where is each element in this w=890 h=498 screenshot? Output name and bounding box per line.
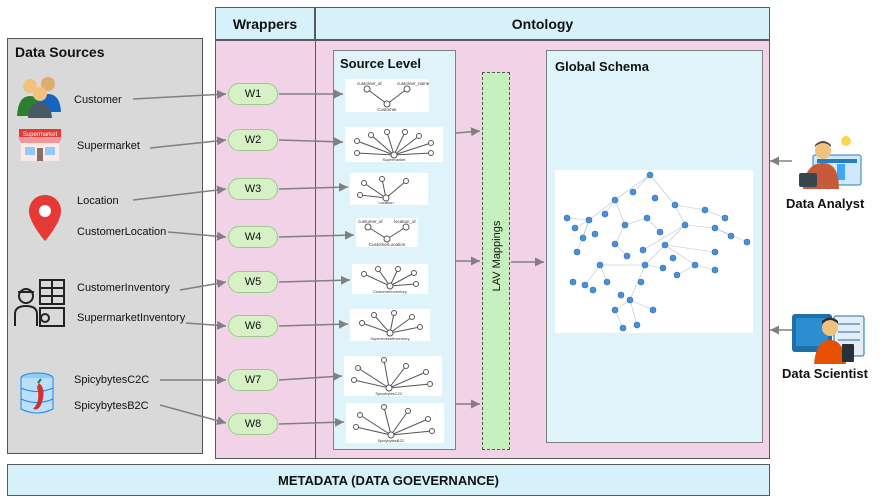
source-level-title: Source Level <box>340 56 421 71</box>
wrapper-w4: W4 <box>228 226 278 248</box>
data-scientist-icon <box>792 314 865 364</box>
wrapper-label: W1 <box>244 88 262 100</box>
wrapper-label: W6 <box>244 320 262 332</box>
metadata-bar: METADATA (DATA GOEVERNANCE) <box>7 464 770 496</box>
source-graph-supermarket: Supermarket <box>345 127 443 162</box>
wrapper-w6: W6 <box>228 315 278 337</box>
source-graph-leaf-label: customer_id <box>358 219 383 224</box>
supermarket-icon: Supermarket <box>18 129 62 161</box>
source-graph-customerlocation: CustomerLocation customer_id location_id <box>356 218 418 247</box>
wrapper-label: W2 <box>244 134 262 146</box>
inventory-worker-icon <box>14 279 65 327</box>
global-schema-title: Global Schema <box>555 59 649 74</box>
source-graph-root-label: Location <box>378 200 393 205</box>
role-label-data-scientist: Data Scientist <box>782 366 868 381</box>
source-label-customerinventory: CustomerInventory <box>77 282 170 294</box>
wrapper-label: W4 <box>244 231 262 243</box>
source-graph-root-label: Customer <box>377 107 397 112</box>
source-label-supermarket: Supermarket <box>77 140 140 152</box>
source-label-customerlocation: CustomerLocation <box>77 226 167 238</box>
source-graph-customer: Customer customer_id customer_name <box>345 79 429 112</box>
wrapper-label: W8 <box>244 418 262 430</box>
wrapper-label: W3 <box>244 183 262 195</box>
source-graph-root-label: SpicybytesB2C <box>377 438 404 443</box>
wrapper-w7: W7 <box>228 369 278 391</box>
metadata-label: METADATA (DATA GOEVERNANCE) <box>278 472 499 488</box>
wrapper-w8: W8 <box>228 413 278 435</box>
ontology-header: Ontology <box>315 7 770 40</box>
source-graph-root-label: SpicybytesC2C <box>375 391 402 396</box>
svg-text:Supermarket: Supermarket <box>23 132 58 138</box>
wrappers-ontology-divider <box>315 40 316 459</box>
source-graph-spicybytesc2c: SpicybytesC2C <box>344 356 442 396</box>
source-label-customer: Customer <box>74 94 122 106</box>
source-graph-leaf-label: customer_name <box>397 81 429 86</box>
source-graph-leaf-label: customer_id <box>357 81 382 86</box>
database-chili-icon <box>20 372 54 414</box>
source-graph-location: Location <box>350 173 428 205</box>
lav-mappings-box <box>482 72 510 450</box>
customer-group-icon <box>17 77 61 118</box>
wrappers-header-label: Wrappers <box>232 15 298 32</box>
wrappers-header: Wrappers <box>215 7 315 40</box>
source-label-supermarketinventory: SupermarketInventory <box>77 312 186 324</box>
wrapper-label: W7 <box>244 374 262 386</box>
data-analyst-icon <box>799 136 862 189</box>
global-schema-graph <box>563 171 751 332</box>
wrapper-w5: W5 <box>228 271 278 293</box>
ontology-header-label: Ontology <box>511 15 574 32</box>
source-graph-spicybytesb2c: SpicybytesB2C <box>346 403 444 443</box>
source-label-spicybytesc2c: SpicybytesC2C <box>74 374 150 386</box>
wrapper-w1: W1 <box>228 83 278 105</box>
source-graph-leaf-label: location_id <box>394 219 416 224</box>
role-label-data-analyst: Data Analyst <box>786 196 865 211</box>
source-label-location: Location <box>77 195 119 207</box>
source-graph-root-label: Supermarket <box>383 157 407 162</box>
location-pin-icon <box>29 195 61 241</box>
source-graph-supermarketinventory: SupermarketInventory <box>350 309 430 341</box>
wrapper-w2: W2 <box>228 129 278 151</box>
source-graph-root-label: CustomerLocation <box>369 242 406 247</box>
source-label-spicybytesb2c: SpicybytesB2C <box>74 400 149 412</box>
data-sources-title: Data Sources <box>15 44 105 60</box>
source-graph-root-label: SupermarketInventory <box>370 336 409 341</box>
source-graph-customerinventory: CustomerInventory <box>352 264 428 294</box>
wrapper-w3: W3 <box>228 178 278 200</box>
source-graph-root-label: CustomerInventory <box>373 289 407 294</box>
wrapper-label: W5 <box>244 276 262 288</box>
